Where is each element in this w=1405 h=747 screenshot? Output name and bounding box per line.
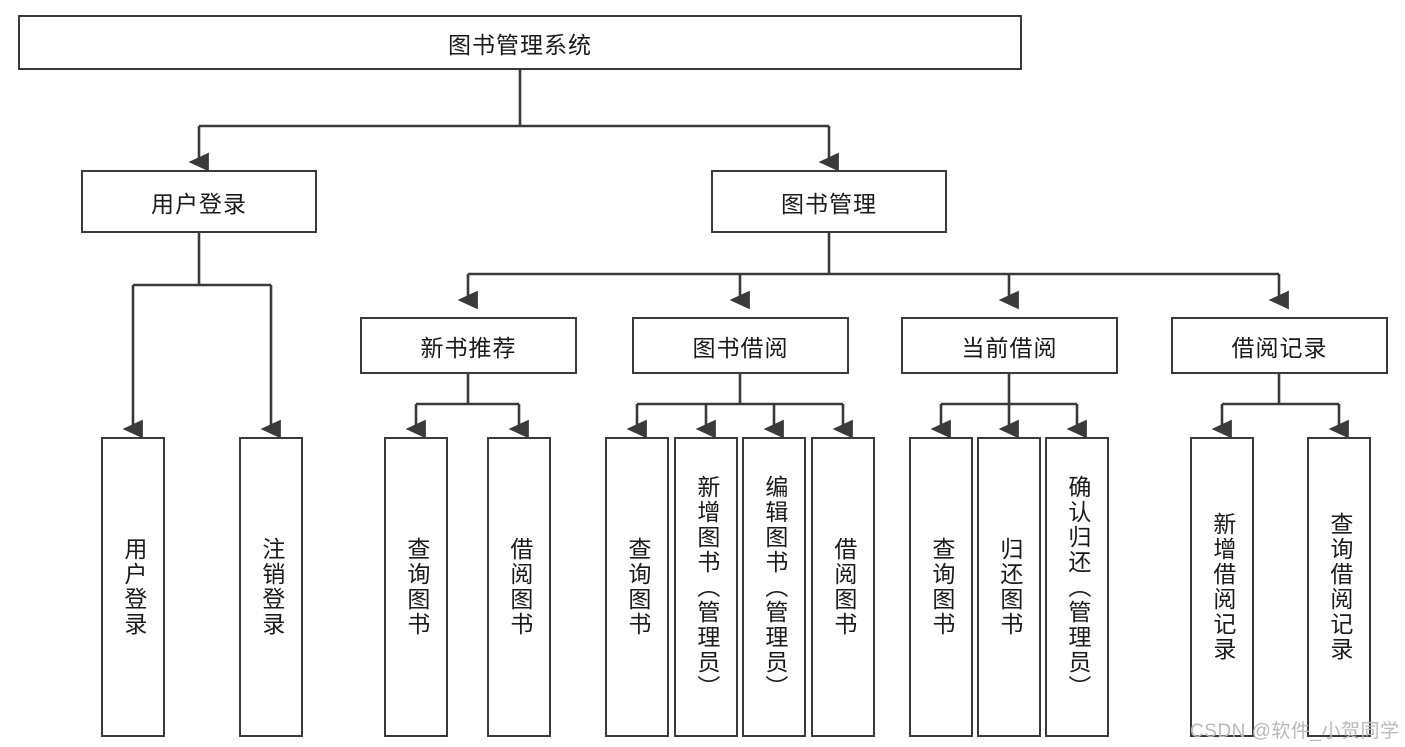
node-label: 借阅图书 [506,537,533,637]
node-book-management-system[interactable]: 图书管理系统 [18,15,1022,70]
node-leaf-query-book-3[interactable]: 查询图书 [909,437,973,737]
node-new-book-recommend[interactable]: 新书推荐 [360,317,577,374]
node-label: 确认归还（管理员） [1064,474,1091,700]
node-leaf-add-book[interactable]: 新增图书（管理员） [674,437,738,737]
node-label: 借阅图书 [830,537,857,637]
node-leaf-return-book[interactable]: 归还图书 [977,437,1041,737]
node-label: 编辑图书（管理员） [761,474,788,700]
node-borrow-record[interactable]: 借阅记录 [1171,317,1388,374]
node-label: 新增图书（管理员） [693,474,720,700]
node-user-login[interactable]: 用户登录 [81,170,317,233]
node-label: 新书推荐 [420,334,517,361]
node-leaf-user-login[interactable]: 用户登录 [101,437,165,737]
node-label: 新增借阅记录 [1209,512,1236,662]
node-label: 查询图书 [624,537,651,637]
node-label: 借阅记录 [1231,334,1328,361]
node-label: 当前借阅 [961,334,1058,361]
node-book-management[interactable]: 图书管理 [711,170,947,233]
node-leaf-borrow-book-2[interactable]: 借阅图书 [811,437,875,737]
node-leaf-confirm-return[interactable]: 确认归还（管理员） [1045,437,1109,737]
node-current-borrow[interactable]: 当前借阅 [901,317,1118,374]
node-leaf-query-book-2[interactable]: 查询图书 [605,437,669,737]
node-label: 查询借阅记录 [1326,512,1353,662]
node-label: 归还图书 [996,537,1023,637]
node-label: 图书管理 [781,190,877,217]
node-label: 查询图书 [403,537,430,637]
node-leaf-edit-book[interactable]: 编辑图书（管理员） [742,437,806,737]
node-label: 图书管理系统 [448,31,592,58]
node-book-borrow[interactable]: 图书借阅 [632,317,849,374]
node-label: 图书借阅 [692,334,789,361]
node-leaf-query-record[interactable]: 查询借阅记录 [1307,437,1371,737]
csdn-watermark: CSDN @软件_小贺同学 [1190,721,1400,742]
node-leaf-logout-login[interactable]: 注销登录 [239,437,303,737]
node-label: 查询图书 [928,537,955,637]
node-label: 注销登录 [258,537,285,637]
node-leaf-query-book-1[interactable]: 查询图书 [384,437,448,737]
node-label: 用户登录 [120,537,147,637]
node-label: 用户登录 [151,190,247,217]
node-leaf-borrow-book-1[interactable]: 借阅图书 [487,437,551,737]
node-leaf-add-record[interactable]: 新增借阅记录 [1190,437,1254,737]
